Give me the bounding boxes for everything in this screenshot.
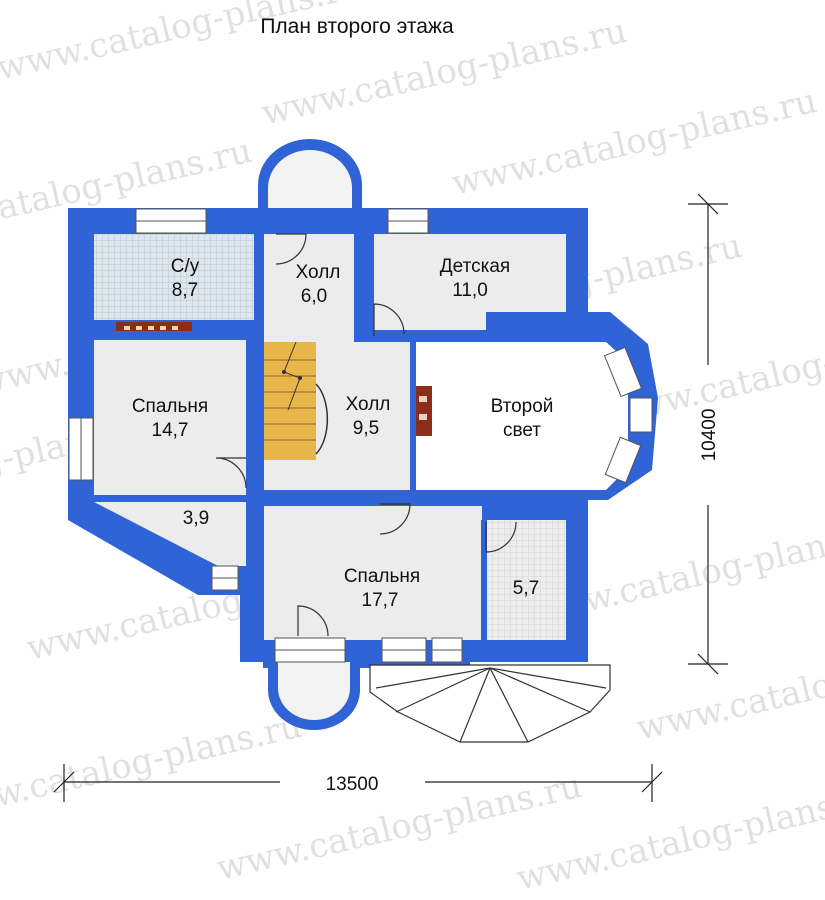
room-name: Второй [491, 396, 554, 417]
dimension-height-label: 10400 [699, 409, 720, 462]
room-name: Спальня [344, 566, 420, 587]
room-area: 6,0 [301, 286, 327, 307]
room-area: 11,0 [452, 280, 488, 301]
balcony [369, 664, 611, 743]
room-area: свет [503, 420, 541, 441]
bath-small-floor [486, 520, 566, 640]
room-labels: С/у 8,7 Холл 6,0 Детская 11,0 Спальня 14… [132, 256, 554, 611]
chimney-dots [124, 326, 178, 330]
room-area: 9,5 [353, 418, 379, 439]
room-area: 5,7 [513, 578, 539, 599]
bathroom-floor [94, 234, 254, 320]
windows [68, 208, 653, 663]
room-name: С/у [171, 256, 200, 277]
dimension-width-label: 13500 [326, 774, 379, 795]
dimension-width [53, 764, 663, 802]
room-area: 3,9 [183, 508, 209, 529]
kids-room-floor [374, 234, 566, 330]
room-area: 14,7 [152, 420, 189, 441]
watermark-text: www.catalog-plans.ru [0, 0, 366, 89]
room-name: Детская [440, 256, 510, 277]
hall-top-floor [264, 234, 354, 334]
watermark-text: www.catalog-plans.ru [448, 81, 821, 204]
doors [215, 233, 517, 637]
closet-floor [94, 502, 246, 566]
room-name: Холл [296, 262, 341, 283]
chimney-vertical [414, 386, 432, 436]
watermark-text: www.catalog-plans.ru [0, 706, 306, 829]
rooms-floors [94, 234, 628, 640]
room-area: 8,7 [172, 280, 198, 301]
room-name: Спальня [132, 396, 208, 417]
staircase [264, 341, 329, 460]
plan-title: План второго этажа [260, 15, 454, 38]
dimension-height [688, 193, 728, 675]
double-height-space [416, 342, 628, 490]
watermark-text: www.catalog-plans.ru [633, 626, 825, 749]
bedroom-left-floor [94, 340, 246, 496]
bedroom-bottom-floor [264, 506, 482, 640]
room-area: 17,7 [362, 590, 399, 611]
room-name: Холл [346, 394, 391, 415]
partitions [94, 234, 487, 640]
